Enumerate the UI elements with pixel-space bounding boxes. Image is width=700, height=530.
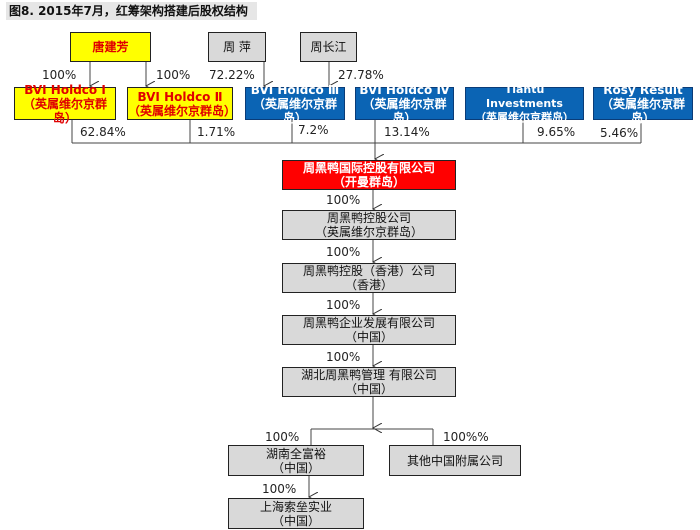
company-name: 湖北周黑鸭管理 有限公司 bbox=[301, 368, 437, 382]
pct-label: 100% bbox=[42, 68, 77, 82]
pct-label: 100% bbox=[156, 68, 191, 82]
holder-rosy: Rosy Result（英属维尔京群岛） bbox=[593, 83, 693, 125]
holder-name: Rosy Result bbox=[603, 82, 683, 97]
company-name: 周黑鸭控股（香港）公司 bbox=[302, 264, 435, 278]
pct-label: 100% bbox=[326, 193, 361, 207]
holder-tiantu: Tiantu Investments（英属维尔京群岛） bbox=[465, 83, 584, 124]
pct-label: 5.46% bbox=[600, 126, 639, 140]
holder-place: （英属维尔京群岛） bbox=[252, 96, 337, 125]
holder-place: （英属维尔京群岛） bbox=[362, 96, 447, 125]
pct-label: 1.71% bbox=[197, 125, 236, 139]
pct-label: 100%% bbox=[443, 430, 489, 444]
pct-label: 13.14% bbox=[384, 125, 430, 139]
person-name: 周长江 bbox=[310, 40, 347, 54]
person-name: 唐建芳 bbox=[92, 40, 129, 54]
pct-label: 100% bbox=[265, 430, 300, 444]
pct-label: 100% bbox=[262, 482, 297, 496]
person-tang-jianfang: 唐建芳 bbox=[70, 32, 151, 62]
company-place: （香港） bbox=[344, 278, 393, 292]
person-zhou-ping: 周 萍 bbox=[208, 32, 266, 62]
company-place: （开曼群岛） bbox=[332, 175, 405, 189]
company-cayman: 周黑鸭国际控股有限公司（开曼群岛） bbox=[282, 160, 456, 190]
pct-label: 9.65% bbox=[537, 125, 576, 139]
company-shanghai: 上海索垒实业（中国） bbox=[228, 498, 364, 529]
pct-label: 62.84% bbox=[80, 125, 126, 139]
holder-place: （英属维尔京群岛） bbox=[600, 96, 685, 125]
company-name: 上海索垒实业 bbox=[259, 499, 332, 514]
company-place: （中国） bbox=[344, 382, 393, 396]
pct-label: 100% bbox=[326, 245, 361, 259]
company-name: 周黑鸭控股公司 bbox=[326, 211, 411, 225]
holder-place: （英属维尔京群岛） bbox=[22, 96, 107, 125]
holder-name: BVI Holdco Ⅳ bbox=[359, 82, 450, 97]
pct-label: 100% bbox=[326, 298, 361, 312]
holder-name: BVI Holdco Ⅲ bbox=[250, 82, 340, 97]
company-place: （中国） bbox=[271, 513, 320, 528]
holder-place: （英属维尔京群岛） bbox=[475, 110, 574, 124]
company-name: 周黑鸭国际控股有限公司 bbox=[302, 161, 435, 175]
company-name: 其他中国附属公司 bbox=[406, 453, 503, 468]
pct-label: 72.22% bbox=[209, 68, 255, 82]
company-hubei: 湖北周黑鸭管理 有限公司（中国） bbox=[282, 367, 456, 397]
holder-name: BVI Holdco I bbox=[24, 82, 106, 97]
company-place: （英属维尔京群岛） bbox=[314, 225, 423, 239]
pct-label: 7.2% bbox=[298, 123, 329, 137]
holder-name: Tiantu Investments bbox=[486, 82, 563, 110]
person-zhou-changjiang: 周长江 bbox=[300, 32, 357, 62]
company-name: 湖南全富裕 bbox=[265, 446, 326, 461]
company-place: （中国） bbox=[271, 460, 320, 475]
company-bvi: 周黑鸭控股公司（英属维尔京群岛） bbox=[282, 210, 456, 240]
holder-bvi-3: BVI Holdco Ⅲ（英属维尔京群岛） bbox=[245, 83, 345, 125]
holder-bvi-1: BVI Holdco I（英属维尔京群岛） bbox=[14, 83, 116, 125]
company-hunan: 湖南全富裕（中国） bbox=[228, 445, 364, 476]
person-name: 周 萍 bbox=[223, 40, 251, 54]
pct-label: 27.78% bbox=[338, 68, 384, 82]
figure-title: 图8. 2015年7月，红筹架构搭建后股权结构 bbox=[6, 2, 257, 20]
holder-name: BVI Holdco Ⅱ bbox=[137, 89, 223, 104]
holder-place: （英属维尔京群岛） bbox=[128, 103, 237, 118]
pct-label: 100% bbox=[326, 350, 361, 364]
company-enterprise: 周黑鸭企业发展有限公司（中国） bbox=[282, 315, 456, 345]
company-other-subsidiaries: 其他中国附属公司 bbox=[389, 445, 521, 476]
holder-bvi-2: BVI Holdco Ⅱ（英属维尔京群岛） bbox=[127, 87, 237, 120]
company-place: （中国） bbox=[344, 330, 393, 344]
company-hk: 周黑鸭控股（香港）公司（香港） bbox=[282, 263, 456, 293]
company-name: 周黑鸭企业发展有限公司 bbox=[302, 316, 435, 330]
holder-bvi-4: BVI Holdco Ⅳ（英属维尔京群岛） bbox=[355, 83, 454, 125]
